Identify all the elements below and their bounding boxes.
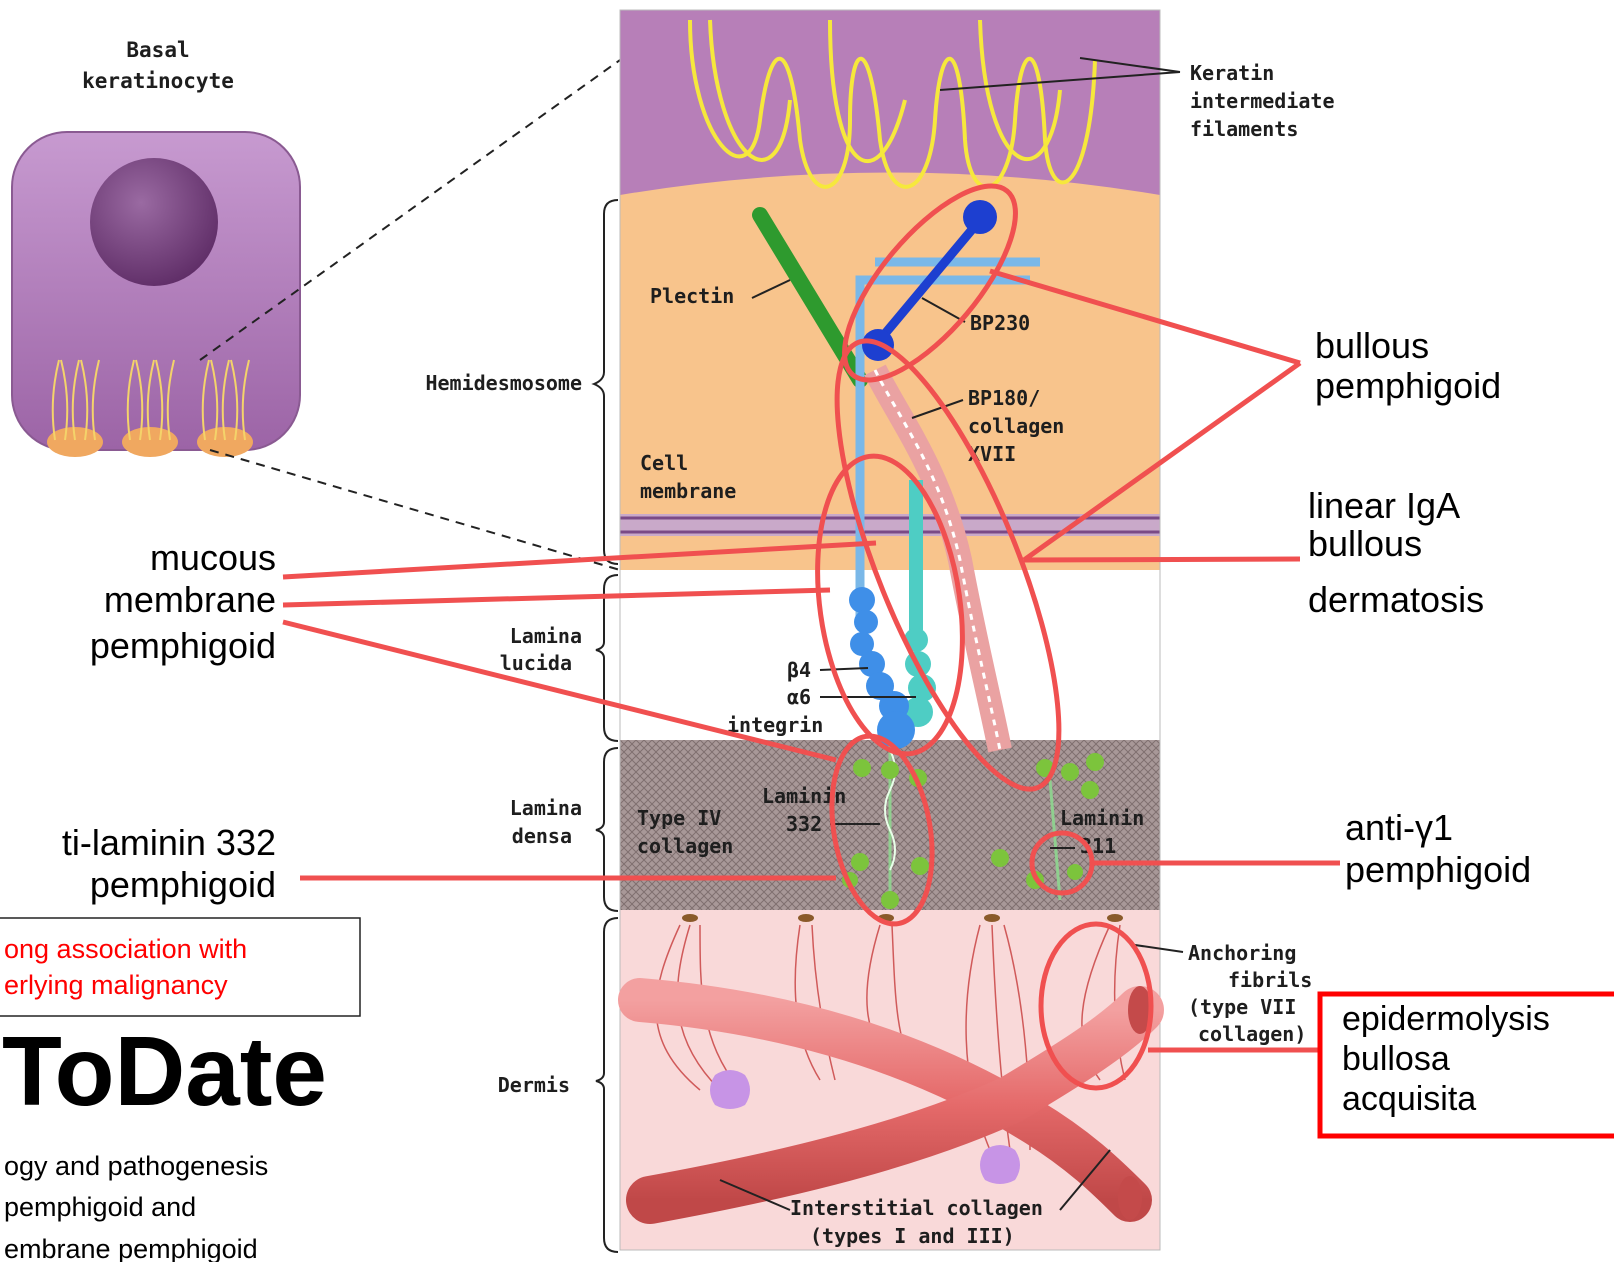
caption-line1: ogy and pathogenesis: [4, 1151, 268, 1181]
label-anchoring-3: (type VII: [1188, 995, 1296, 1019]
label-interstitial-2: (types I and III): [810, 1224, 1015, 1248]
antilaminin-1: ti-laminin 332: [62, 822, 276, 863]
label-alpha6: α6: [787, 685, 811, 709]
linear-iga-2: bullous: [1308, 523, 1422, 564]
mmp-1: mucous: [150, 537, 276, 578]
label-hemidesmosome: Hemidesmosome: [425, 371, 582, 395]
malignancy-note: ong association with erlying malignancy: [0, 918, 360, 1016]
bp230-head: [963, 200, 997, 234]
label-bp180-1: BP180/: [968, 386, 1040, 410]
label-bp230: BP230: [970, 311, 1030, 335]
eba-1: epidermolysis: [1342, 1000, 1550, 1038]
gamma1-2: pemphigoid: [1345, 849, 1531, 890]
label-type-iv-2: collagen: [637, 834, 733, 858]
source-logo: ToDate: [2, 1016, 327, 1126]
label-cell-membrane-1: Cell: [640, 451, 688, 475]
label-anchoring-4: collagen): [1198, 1022, 1306, 1046]
region-labels: Hemidesmosome Lamina lucida Lamina densa…: [425, 371, 582, 1097]
source-caption: ogy and pathogenesis pemphigoid and embr…: [4, 1151, 268, 1262]
cell-title-line2: keratinocyte: [82, 69, 234, 93]
cytoplasm-orange: [620, 173, 1160, 571]
label-cell-membrane-2: membrane: [640, 479, 736, 503]
linear-iga-3: dermatosis: [1308, 579, 1484, 620]
label-integrin: integrin: [727, 713, 823, 737]
label-dermis: Dermis: [498, 1073, 570, 1097]
bullous-pemphigoid-2: pemphigoid: [1315, 365, 1501, 406]
eba-2: bullosa: [1342, 1040, 1450, 1078]
label-interstitial-1: Interstitial collagen: [790, 1196, 1043, 1220]
note-line1: ong association with: [4, 934, 247, 964]
gamma1-1: anti-γ1: [1345, 807, 1453, 848]
label-lamina-lucida-1: Lamina: [510, 624, 582, 648]
bullous-pemphigoid-1: bullous: [1315, 325, 1429, 366]
label-laminin311-1: Laminin: [1060, 806, 1144, 830]
label-keratin-1: Keratin: [1190, 61, 1274, 85]
caption-line3: embrane pemphigoid: [4, 1234, 258, 1262]
caption-line2: pemphigoid and: [4, 1192, 196, 1222]
label-keratin-2: intermediate: [1190, 89, 1335, 113]
label-lamina-densa-1: Lamina: [510, 796, 582, 820]
basal-keratinocyte: Basal keratinocyte: [12, 38, 300, 457]
nucleus: [90, 158, 218, 286]
cell-title-line1: Basal: [126, 38, 189, 62]
label-lamina-lucida-2: lucida: [500, 651, 572, 675]
line-liga: [1024, 559, 1300, 560]
label-anchoring-1: Anchoring: [1188, 941, 1296, 965]
label-bp180-2: collagen: [968, 414, 1064, 438]
label-keratin-3: filaments: [1190, 117, 1298, 141]
eba-3: acquisita: [1342, 1080, 1476, 1118]
antilaminin-2: pemphigoid: [90, 864, 276, 905]
skin-cross-section: [620, 10, 1160, 1250]
mmp-3: pemphigoid: [90, 625, 276, 666]
label-plectin: Plectin: [650, 284, 734, 308]
linear-iga-1: linear IgA: [1308, 485, 1460, 526]
label-lamina-densa-2: densa: [512, 824, 572, 848]
eba-box: epidermolysis bullosa acquisita: [1320, 994, 1614, 1136]
label-laminin332-2: 332: [786, 812, 822, 836]
label-beta4: β4: [787, 658, 811, 682]
note-line2: erlying malignancy: [4, 970, 228, 1000]
label-type-iv-1: Type IV: [637, 806, 721, 830]
label-anchoring-2: fibrils: [1228, 968, 1312, 992]
region-braces: [594, 200, 618, 1252]
mmp-2: membrane: [104, 579, 276, 620]
